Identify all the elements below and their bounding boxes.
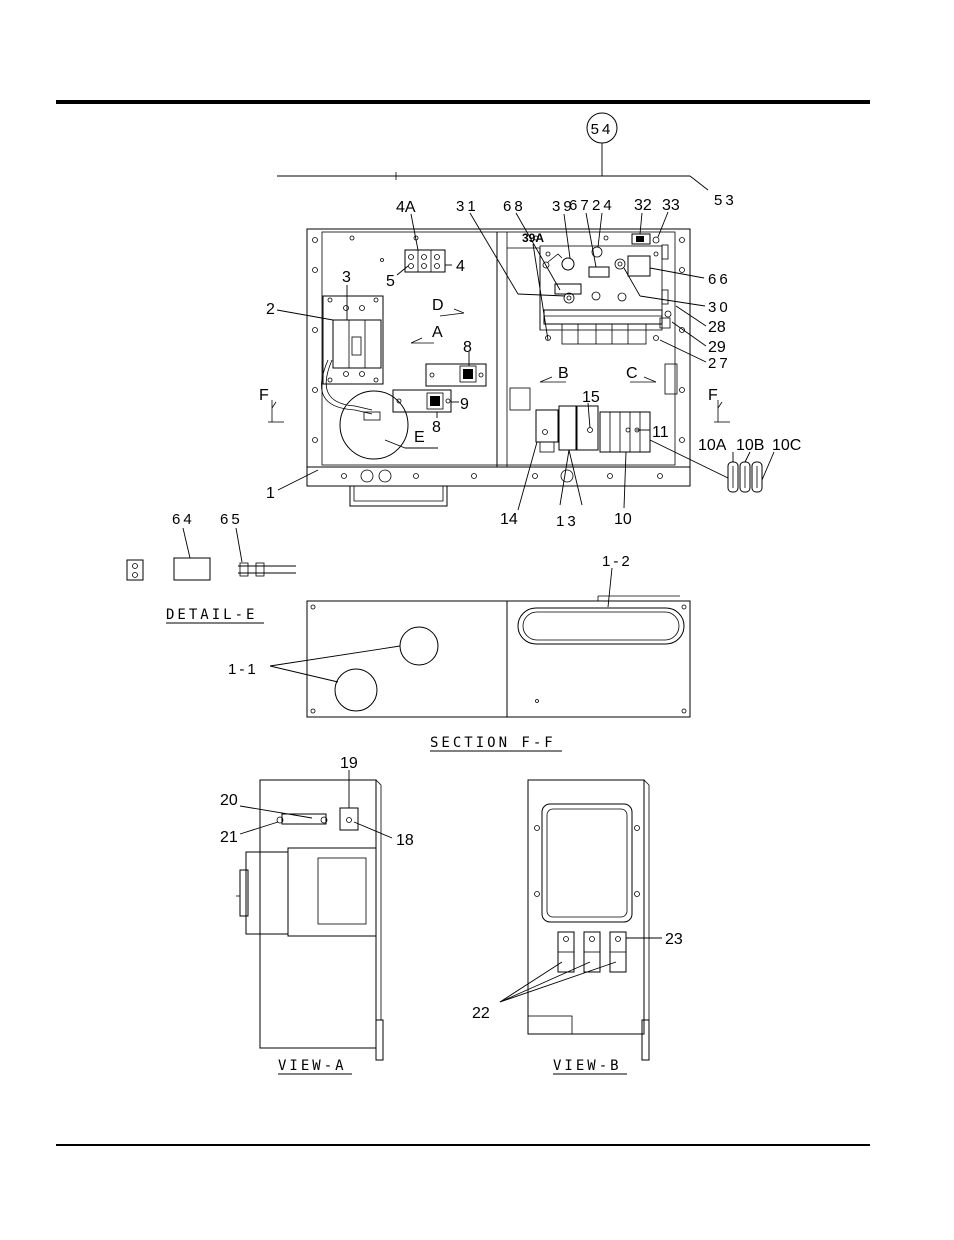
view-marker-D: D: [432, 297, 444, 314]
callout-18: 18: [396, 832, 414, 849]
callout-65: 65: [220, 511, 243, 528]
callout-67: 67: [569, 197, 592, 214]
callout-54: 54: [591, 121, 614, 138]
callout-2: 2: [266, 301, 275, 318]
callout-24: 24: [592, 197, 615, 214]
view-a-drawing: [236, 770, 392, 1060]
callout-23: 23: [665, 931, 683, 948]
callout-28: 28: [708, 319, 726, 336]
callout-31: 31: [456, 198, 479, 215]
view-marker-C: C: [626, 365, 638, 382]
callout-10C: 10C: [772, 437, 801, 454]
view-marker-F-left: F: [259, 387, 269, 404]
callout-53: 53: [714, 192, 737, 209]
callout-21: 21: [220, 829, 238, 846]
callout-4: 4: [456, 258, 465, 275]
detail-e-circle: [340, 391, 408, 459]
callout-1-1: 1-1: [228, 661, 259, 678]
section-ff-drawing: [270, 568, 690, 717]
callout-10: 10: [614, 511, 632, 528]
callout-33: 33: [662, 197, 680, 214]
callout-32: 32: [634, 197, 652, 214]
label-section-ff: SECTION F-F: [430, 735, 556, 751]
callout-1-2: 1-2: [602, 553, 633, 570]
callout-11: 11: [652, 424, 669, 441]
callout-20: 20: [220, 792, 238, 809]
callout-13: 13: [556, 513, 579, 530]
view-b-drawing: [500, 780, 662, 1060]
callout-68: 68: [503, 198, 526, 215]
view-marker-A: A: [432, 324, 443, 341]
callout-64: 64: [172, 511, 195, 528]
callout-29: 29: [708, 339, 726, 356]
callout-10B: 10B: [736, 437, 764, 454]
callout-39A: 39A: [522, 231, 544, 245]
label-detail-e: DETAIL-E: [166, 607, 257, 623]
label-view-a: VIEW-A: [278, 1058, 347, 1074]
panel-outline: [307, 229, 690, 486]
callout-3: 3: [342, 269, 351, 286]
callout-66: 66: [708, 271, 731, 288]
detail-e-parts: [127, 528, 296, 580]
callout-5: 5: [386, 273, 395, 290]
label-view-b: VIEW-B: [553, 1058, 622, 1074]
callout-labels: 54 53 4A 4 5 3 2 31 68 39 39A 67 24 32 3…: [172, 121, 801, 1022]
callout-19: 19: [340, 755, 358, 772]
callout-30: 30: [708, 299, 731, 316]
callout-27: 27: [708, 355, 731, 372]
callout-4A: 4A: [396, 199, 416, 216]
callout-15: 15: [582, 389, 600, 406]
view-marker-E: E: [414, 429, 425, 446]
callout-8-lower: 8: [432, 419, 441, 436]
bottom-rule: [56, 1144, 870, 1146]
callout-1: 1: [266, 485, 275, 502]
callout-8-upper: 8: [463, 339, 472, 356]
view-marker-F-right: F: [708, 387, 718, 404]
view-marker-B: B: [558, 365, 569, 382]
top-rule: [56, 100, 870, 104]
callout-14: 14: [500, 511, 518, 528]
callout-10A: 10A: [698, 437, 727, 454]
callout-22: 22: [472, 1005, 490, 1022]
callout-9: 9: [460, 396, 469, 413]
